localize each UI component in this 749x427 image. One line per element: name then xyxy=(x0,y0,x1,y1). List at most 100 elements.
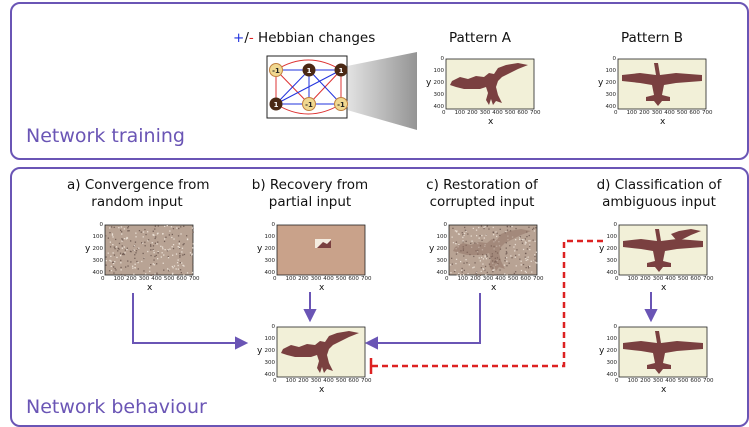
y-tick-label: 300 xyxy=(433,91,445,98)
x-tick-label: 0 xyxy=(101,276,105,282)
y-axis-label: y xyxy=(599,244,605,254)
y-tick-label: 100 xyxy=(433,67,445,74)
hebbian-text: Hebbian changes xyxy=(253,30,376,46)
x-tick-label: 0 xyxy=(615,378,619,384)
x-axis-label: x xyxy=(660,117,666,127)
plot-svg xyxy=(445,58,535,110)
x-tick-label: 700 xyxy=(361,276,372,282)
x-tick-label: 700 xyxy=(703,276,714,282)
y-tick-label: 400 xyxy=(606,371,618,378)
x-tick-label: 100 xyxy=(285,276,297,282)
x-tick-label: 400 xyxy=(665,276,676,282)
x-tick-label: 100 xyxy=(457,276,469,282)
node-3-label: 1 xyxy=(339,67,344,75)
y-tick-label: 200 xyxy=(436,245,448,252)
x-tick-label: 100 xyxy=(626,110,638,116)
y-tick-label: 0 xyxy=(271,324,276,330)
x-tick-label: 600 xyxy=(176,276,187,282)
x-tick-label: 700 xyxy=(703,378,714,384)
label-d: d) Classification of ambiguous input xyxy=(584,177,734,211)
x-tick-label: 300 xyxy=(310,378,322,384)
x-tick-label: 600 xyxy=(517,110,528,116)
label-a-line2: random input xyxy=(91,194,183,210)
x-tick-label: 200 xyxy=(639,110,650,116)
partial-eagle-fragment xyxy=(317,240,331,248)
y-tick-label: 300 xyxy=(92,257,104,264)
plot-svg xyxy=(618,326,708,378)
x-tick-label: 400 xyxy=(323,276,334,282)
x-tick-label: 300 xyxy=(652,378,664,384)
y-tick-label: 300 xyxy=(606,257,618,264)
network-training-panel xyxy=(10,2,749,160)
y-axis-label: y xyxy=(598,78,604,88)
y-tick-label: 0 xyxy=(612,56,617,62)
y-tick-label: 200 xyxy=(264,245,276,252)
x-tick-label: 0 xyxy=(445,276,449,282)
y-tick-label: 300 xyxy=(264,359,276,366)
zoom-wedge xyxy=(347,52,417,130)
y-tick-label: 300 xyxy=(264,257,276,264)
y-tick-label: 400 xyxy=(264,269,276,276)
y-axis-label: y xyxy=(257,244,263,254)
y-tick-label: 0 xyxy=(440,56,445,62)
x-tick-label: 300 xyxy=(652,276,664,282)
x-tick-label: 100 xyxy=(113,276,125,282)
x-tick-label: 600 xyxy=(689,110,700,116)
x-axis-label: x xyxy=(661,385,667,395)
plot-svg xyxy=(448,224,538,277)
x-axis-label: x xyxy=(319,385,325,395)
x-tick-label: 400 xyxy=(664,110,675,116)
label-d-line1: d) Classification of xyxy=(596,177,722,193)
y-tick-label: 300 xyxy=(605,91,617,98)
x-tick-label: 400 xyxy=(151,276,162,282)
x-tick-label: 200 xyxy=(640,276,651,282)
y-tick-label: 0 xyxy=(99,222,104,228)
arrow-c-to-output xyxy=(375,293,481,344)
y-tick-label: 100 xyxy=(92,233,104,240)
x-tick-label: 200 xyxy=(126,276,137,282)
y-tick-label: 400 xyxy=(606,269,618,276)
hebbian-changes-label: +/- Hebbian changes xyxy=(233,30,375,46)
y-tick-label: 400 xyxy=(92,269,104,276)
x-tick-label: 100 xyxy=(627,378,639,384)
plot-svg xyxy=(276,224,366,276)
y-tick-label: 200 xyxy=(606,347,618,354)
x-tick-label: 200 xyxy=(467,110,478,116)
x-tick-label: 500 xyxy=(507,276,519,282)
x-tick-label: 600 xyxy=(348,378,359,384)
x-tick-label: 500 xyxy=(163,276,175,282)
x-tick-label: 100 xyxy=(285,378,297,384)
plus-sign: + xyxy=(233,30,245,46)
y-tick-label: 400 xyxy=(264,371,276,378)
label-b-line1: b) Recovery from xyxy=(251,177,369,193)
y-axis-label: y xyxy=(426,78,432,88)
x-tick-label: 300 xyxy=(651,110,663,116)
y-tick-label: 0 xyxy=(613,324,618,330)
x-axis-label: x xyxy=(491,283,497,293)
y-tick-label: 100 xyxy=(606,233,618,240)
label-c-line1: c) Restoration of xyxy=(426,177,538,193)
x-tick-label: 0 xyxy=(614,110,618,116)
x-axis-label: x xyxy=(147,283,153,293)
label-c: c) Restoration of corrupted input xyxy=(412,177,552,211)
plane-silhouette xyxy=(623,229,703,272)
plot-svg xyxy=(104,224,194,277)
node-6-label: -1 xyxy=(337,101,345,109)
x-tick-label: 500 xyxy=(335,276,347,282)
x-tick-label: 400 xyxy=(492,110,503,116)
y-tick-label: 0 xyxy=(271,222,276,228)
label-a-line1: a) Convergence from xyxy=(67,177,210,193)
y-tick-label: 300 xyxy=(606,359,618,366)
y-tick-label: 400 xyxy=(433,103,445,110)
x-tick-label: 400 xyxy=(495,276,506,282)
y-axis-label: y xyxy=(257,346,263,356)
x-axis-label: x xyxy=(319,283,325,293)
y-tick-label: 100 xyxy=(606,335,618,342)
